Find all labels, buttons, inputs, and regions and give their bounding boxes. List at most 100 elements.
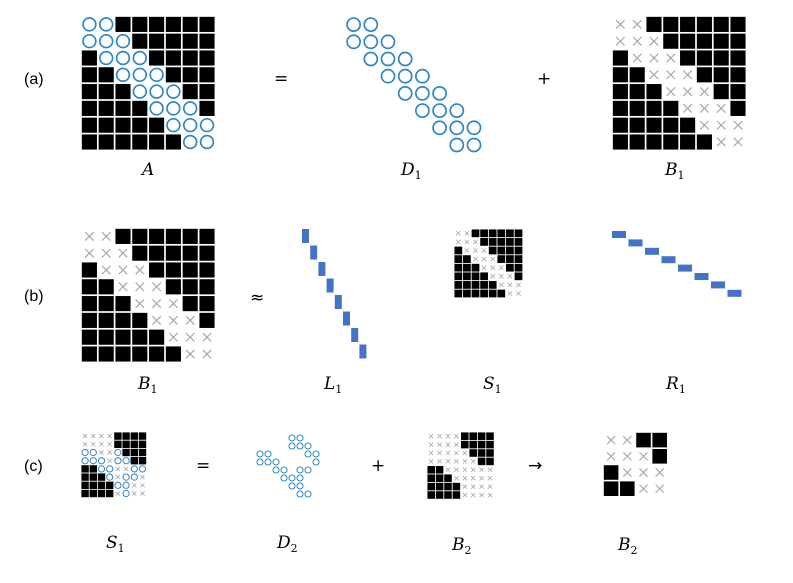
diagonal-circle [106, 473, 114, 481]
cross-stroke [462, 484, 468, 489]
zero-cross [464, 248, 470, 253]
filled-cell [149, 117, 165, 133]
filled-cell [514, 255, 523, 263]
filled-cell [165, 67, 181, 83]
filled-cell [115, 329, 131, 345]
zero-cross [682, 86, 693, 97]
cross-stroke [481, 256, 487, 262]
diagonal-circle [114, 481, 122, 489]
cross-stroke [649, 70, 659, 80]
filled-cell [81, 473, 89, 481]
zero-cross [437, 442, 442, 447]
filled-cell [488, 246, 497, 255]
zero-cross [107, 450, 113, 455]
filled-cell [629, 100, 645, 116]
diagonal-circle [82, 17, 97, 32]
filled-cell [461, 440, 469, 449]
zero-cross [462, 467, 468, 473]
diagonal-circle [114, 448, 122, 457]
filled-cell [713, 84, 729, 100]
cross-stroke [90, 441, 96, 447]
cross-stroke [639, 468, 648, 477]
zero-cross [99, 450, 104, 455]
filled-cell [646, 134, 662, 150]
diagonal-circle [138, 465, 147, 473]
cross-stroke [131, 491, 137, 496]
cross-stroke [454, 433, 459, 439]
cross-stroke [82, 441, 88, 447]
filled-cell [89, 489, 97, 498]
zero-cross [666, 53, 676, 63]
cross-stroke [151, 298, 162, 309]
filled-cell [497, 246, 506, 255]
zero-cross [462, 459, 468, 464]
filled-cell [427, 474, 435, 482]
filled-cell [182, 262, 198, 278]
cross-stroke [107, 441, 113, 447]
cross-stroke [490, 273, 496, 279]
zero-cross [487, 492, 493, 498]
zero-cross [622, 451, 632, 461]
filled-cell [444, 482, 452, 491]
zero-cross [107, 433, 113, 439]
zero-cross [118, 265, 128, 275]
zero-cross [115, 491, 121, 496]
cross-stroke [445, 459, 451, 464]
factor-bar [359, 344, 367, 359]
cross-stroke [428, 459, 434, 464]
cross-stroke [462, 475, 468, 481]
zero-cross [666, 86, 676, 97]
filled-cell [461, 432, 469, 440]
zero-cross [479, 484, 484, 489]
diagonal-circle [288, 474, 296, 482]
filled-cell [182, 228, 198, 244]
filled-cell [98, 346, 114, 362]
cross-stroke [437, 442, 442, 447]
filled-cell [115, 16, 131, 32]
filled-cell [652, 449, 667, 464]
filled-cell [620, 481, 635, 496]
zero-cross [649, 36, 659, 46]
cross-stroke [666, 53, 676, 63]
cross-stroke [507, 291, 513, 296]
zero-cross [666, 70, 676, 80]
filled-cell [444, 474, 452, 482]
filled-cell [463, 281, 471, 289]
zero-cross [716, 103, 726, 114]
operator-approx-b: ≈ [250, 288, 264, 308]
diagonal-circle [81, 448, 89, 457]
filled-cell [138, 457, 147, 465]
diagonal-circle [114, 457, 122, 465]
diagonal-circle [415, 86, 430, 101]
filled-cell [471, 281, 480, 289]
cross-stroke [437, 450, 442, 456]
filled-cell [98, 84, 114, 100]
filled-cell [612, 134, 628, 150]
filled-cell [713, 16, 729, 32]
zero-cross [632, 53, 642, 63]
diagonal-circle [296, 442, 304, 450]
filled-cell [138, 440, 147, 448]
zero-cross [649, 70, 659, 80]
cross-stroke [479, 467, 484, 473]
filled-cell [182, 67, 198, 83]
filled-cell [199, 50, 215, 66]
zero-cross [507, 273, 513, 279]
zero-cross [107, 441, 113, 447]
filled-cell [477, 457, 486, 466]
zero-cross [490, 265, 496, 271]
row-label-c: (c) [24, 458, 43, 475]
matrix-S1-middle [454, 229, 523, 298]
matrix-R1 [612, 231, 742, 297]
filled-cell [165, 134, 181, 150]
diagonal-circle [264, 450, 272, 458]
filled-cell [115, 346, 131, 362]
zero-cross [462, 450, 468, 456]
filled-cell [486, 432, 494, 440]
filled-cell [138, 432, 147, 440]
filled-cell [115, 228, 131, 244]
cross-stroke [699, 120, 710, 130]
filled-cell [488, 281, 497, 289]
cross-stroke [107, 458, 113, 464]
